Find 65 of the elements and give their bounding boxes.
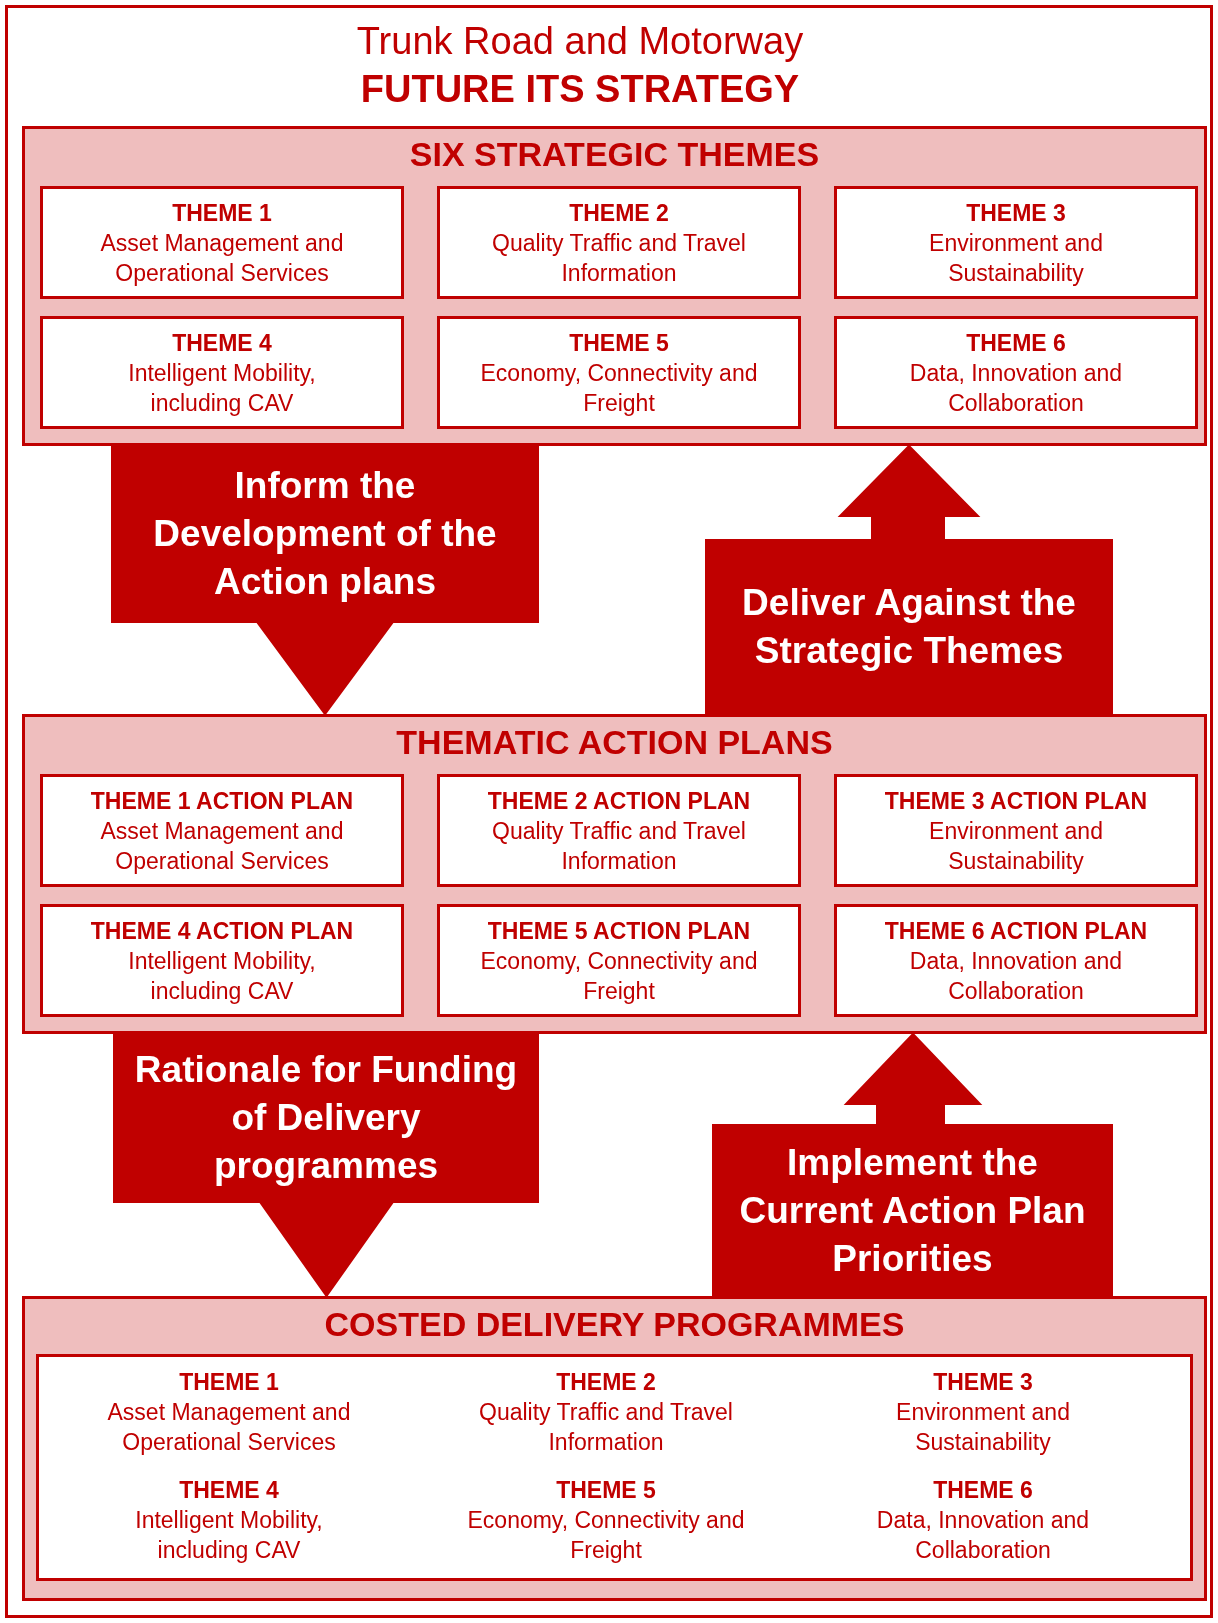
theme-heading: THEME 3 ACTION PLAN	[884, 786, 1148, 816]
panel-heading: THEMATIC ACTION PLANS	[395, 723, 834, 762]
theme-description: Intelligent Mobility, including CAV	[134, 1506, 324, 1565]
theme-heading: THEME 3	[966, 198, 1066, 228]
theme-description: Quality Traffic and Travel Information	[478, 1398, 734, 1457]
theme-box	[437, 774, 801, 887]
theme-heading: THEME 4	[172, 328, 272, 358]
theme-box	[40, 316, 404, 429]
theme-box	[40, 904, 404, 1017]
block-arrow	[705, 444, 1113, 715]
theme-description: Asset Management and Operational Services	[99, 228, 345, 288]
theme-heading: THEME 3	[932, 1368, 1034, 1397]
block-arrow	[712, 1032, 1113, 1297]
theme-box	[40, 774, 404, 887]
theme-heading: THEME 5 ACTION PLAN	[487, 916, 751, 946]
theme-description: Data, Innovation and Collaboration	[875, 1506, 1091, 1565]
edge-label: Implement the Current Action Plan Priorities	[738, 1140, 1087, 1281]
theme-box	[834, 774, 1198, 887]
block-arrow	[113, 1033, 539, 1298]
theme-heading: THEME 1 ACTION PLAN	[90, 786, 354, 816]
theme-heading: THEME 1	[172, 198, 272, 228]
subtitle: FUTURE ITS STRATEGY	[359, 68, 801, 111]
theme-description: Economy, Connectivity and Freight	[479, 358, 759, 418]
theme-description: Quality Traffic and Travel Information	[491, 816, 747, 876]
theme-description: Environment and Sustainability	[928, 816, 1104, 876]
block-arrow	[111, 445, 539, 716]
theme-box	[437, 186, 801, 299]
theme-description: Data, Innovation and Collaboration	[908, 358, 1124, 418]
theme-description: Intelligent Mobility, including CAV	[127, 946, 317, 1006]
theme-heading: THEME 6	[966, 328, 1066, 358]
edge-label: Inform the Development of the Action plans	[152, 464, 498, 604]
panel	[22, 1296, 1207, 1601]
programme-box	[36, 1354, 1193, 1581]
theme-description: Quality Traffic and Travel Information	[491, 228, 747, 288]
theme-box	[834, 186, 1198, 299]
theme-description: Environment and Sustainability	[928, 228, 1104, 288]
theme-description: Asset Management and Operational Services	[106, 1398, 352, 1457]
theme-heading: THEME 2	[555, 1368, 657, 1397]
panel	[22, 126, 1207, 446]
edge-label: Deliver Against the Strategic Themes	[741, 581, 1077, 673]
theme-heading: THEME 4	[178, 1476, 280, 1505]
title: Trunk Road and Motorway	[355, 20, 805, 63]
theme-box	[834, 904, 1198, 1017]
theme-description: Data, Innovation and Collaboration	[908, 946, 1124, 1006]
theme-heading: THEME 4 ACTION PLAN	[90, 916, 354, 946]
panel-heading: SIX STRATEGIC THEMES	[408, 135, 821, 174]
theme-heading: THEME 2	[569, 198, 669, 228]
theme-heading: THEME 1	[178, 1368, 280, 1397]
theme-box	[437, 904, 801, 1017]
theme-description: Environment and Sustainability	[895, 1398, 1071, 1457]
theme-heading: THEME 2 ACTION PLAN	[487, 786, 751, 816]
theme-description: Economy, Connectivity and Freight	[479, 946, 759, 1006]
theme-heading: THEME 6 ACTION PLAN	[884, 916, 1148, 946]
theme-heading: THEME 5	[569, 328, 669, 358]
theme-heading: THEME 5	[555, 1476, 657, 1505]
panel-heading: COSTED DELIVERY PROGRAMMES	[323, 1305, 906, 1344]
theme-description: Economy, Connectivity and Freight	[466, 1506, 746, 1565]
theme-description: Asset Management and Operational Services	[99, 816, 345, 876]
edge-label: Rationale for Funding of Delivery programmes	[133, 1048, 519, 1188]
theme-heading: THEME 6	[932, 1476, 1034, 1505]
theme-box	[40, 186, 404, 299]
theme-description: Intelligent Mobility, including CAV	[127, 358, 317, 418]
theme-box	[437, 316, 801, 429]
theme-box	[834, 316, 1198, 429]
panel	[22, 714, 1207, 1034]
